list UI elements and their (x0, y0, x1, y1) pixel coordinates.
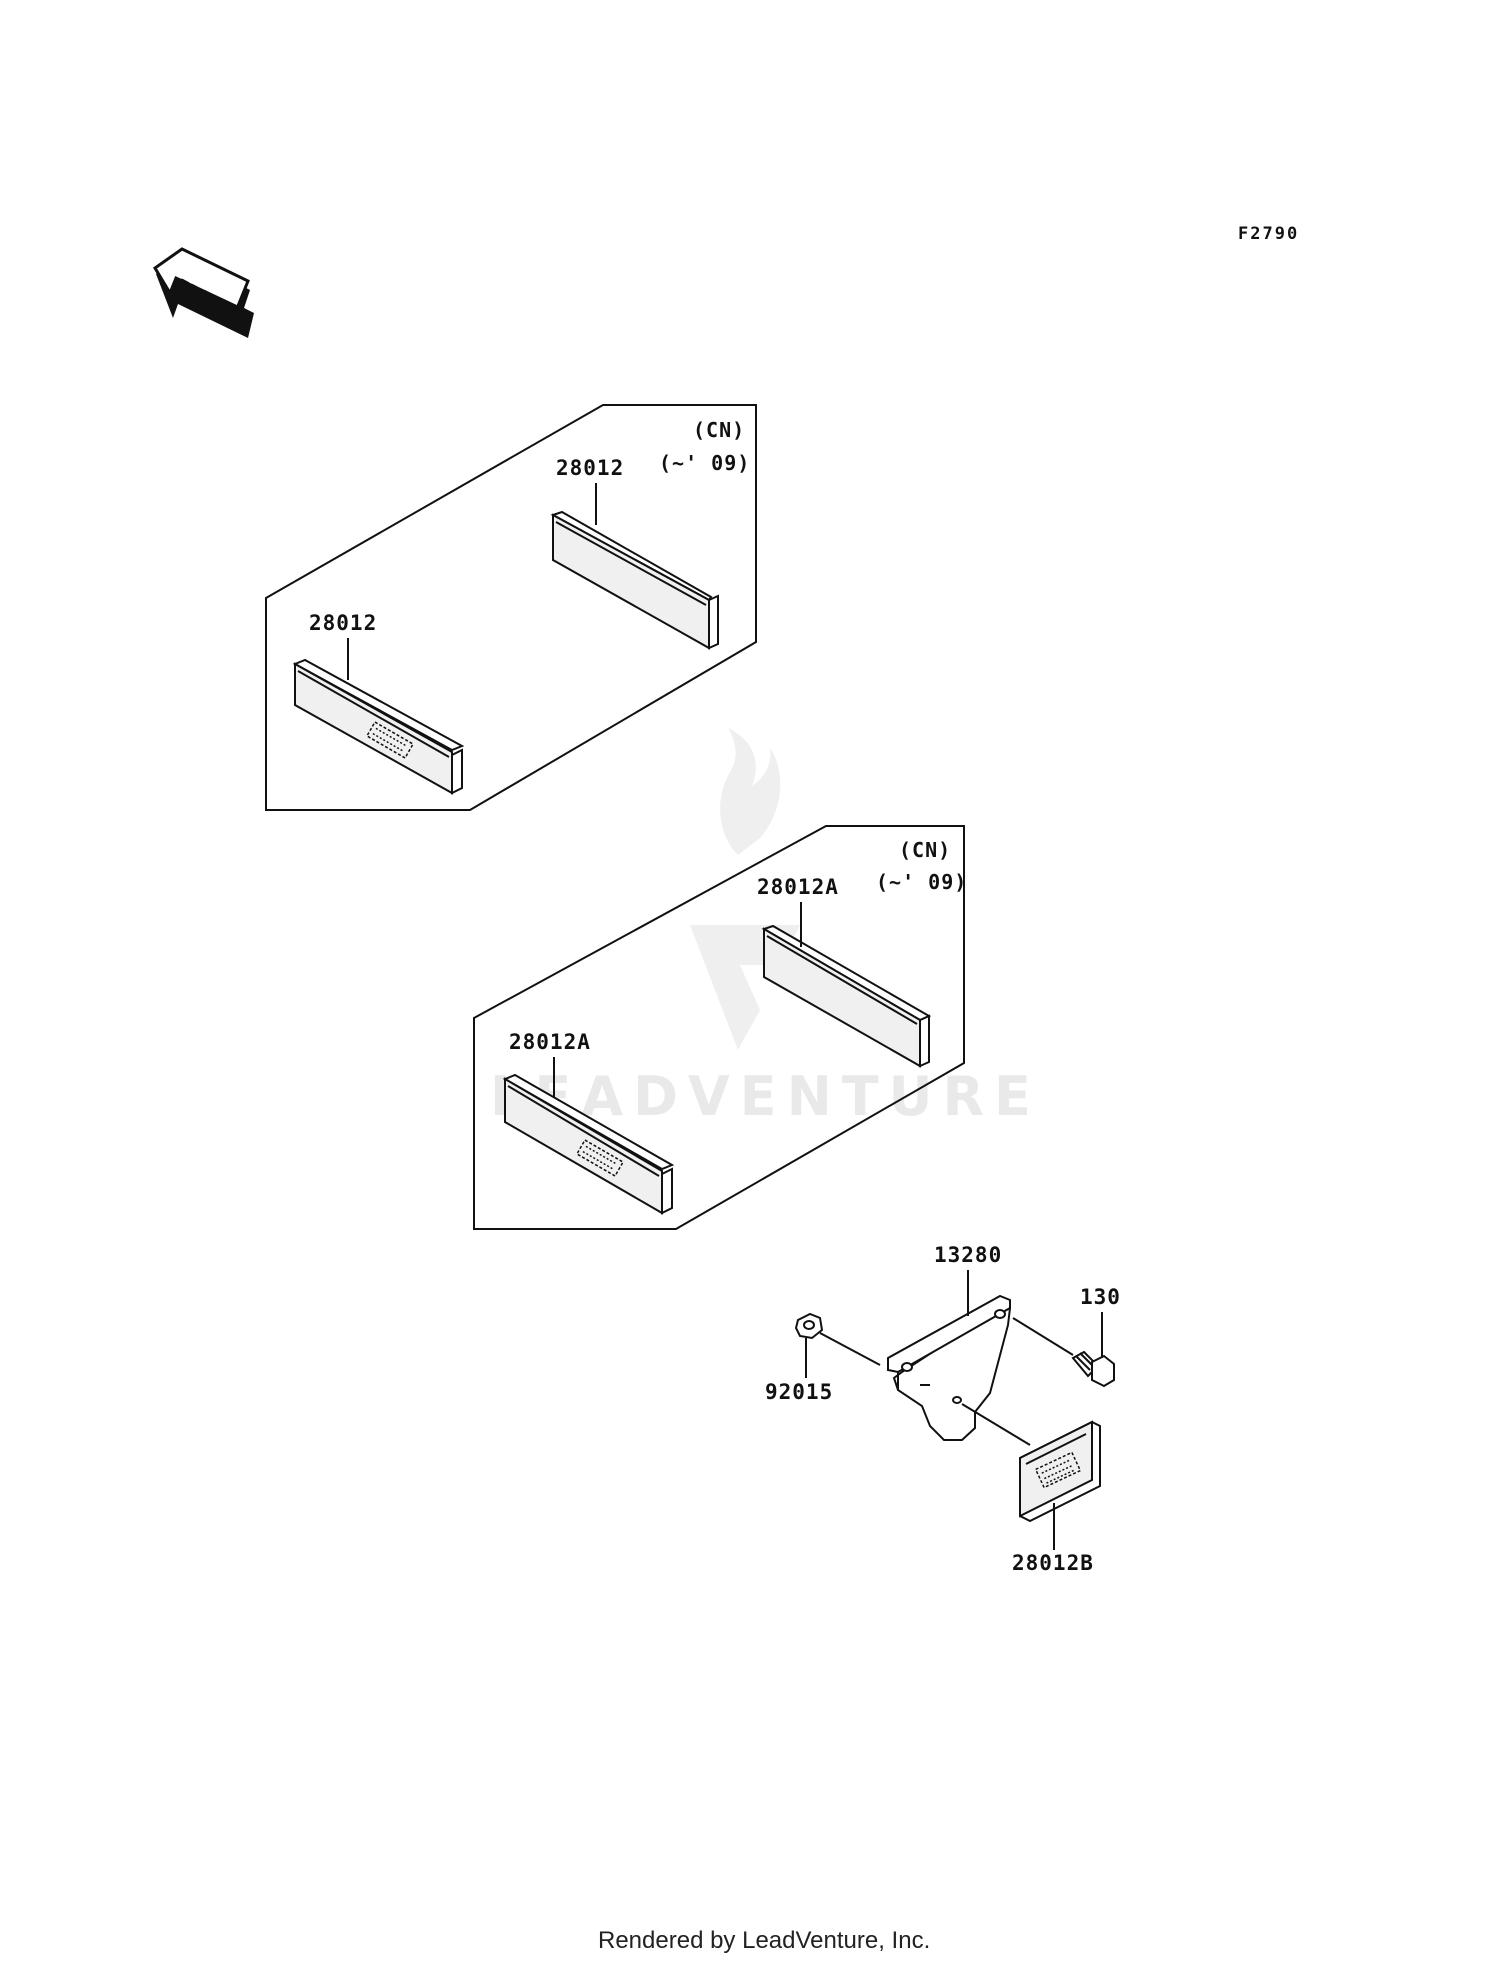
group-2-panel: (CN) (~' 09) 28012A 28012A (473, 825, 967, 1230)
bracket-label: 13280 (934, 1243, 1002, 1267)
bracket (887, 1294, 1012, 1441)
group-2-note-line1: (CN) (899, 838, 951, 862)
nut-label: 92015 (765, 1380, 833, 1404)
small-reflector (1019, 1420, 1101, 1523)
group-1-front-label: 28012 (309, 611, 377, 635)
nut-leader-line (819, 1332, 881, 1366)
reflector-label: 28012B (1012, 1551, 1094, 1575)
front-arrow-icon: FRONT (152, 247, 254, 338)
group-2-front-reflector (502, 1073, 675, 1215)
bolt-label: 130 (1080, 1285, 1121, 1309)
bolt (1071, 1350, 1115, 1388)
group-1-rear-label: 28012 (556, 456, 624, 480)
group-2-note-line2: (~' 09) (876, 870, 967, 894)
footer-credit: Rendered by LeadVenture, Inc. (598, 1927, 930, 1954)
group-1-note-line1: (CN) (693, 418, 745, 442)
reflector-assembly-line (961, 1403, 1031, 1446)
bolt-assembly-line (1012, 1317, 1074, 1356)
group-2-front-label: 28012A (509, 1030, 591, 1054)
group-2-rear-reflector (761, 924, 932, 1068)
bracket-assembly: 13280 92015 130 (765, 1243, 1121, 1575)
group-1-front-reflector (292, 658, 465, 795)
group-1-rear-reflector (550, 510, 719, 650)
group-1-note-line2: (~' 09) (659, 451, 750, 475)
group-2-rear-label: 28012A (757, 875, 839, 899)
diagram-code: F2790 (1238, 224, 1299, 244)
group-1-panel: (CN) (~' 09) 28012 28012 (265, 404, 757, 811)
nut (794, 1312, 824, 1340)
